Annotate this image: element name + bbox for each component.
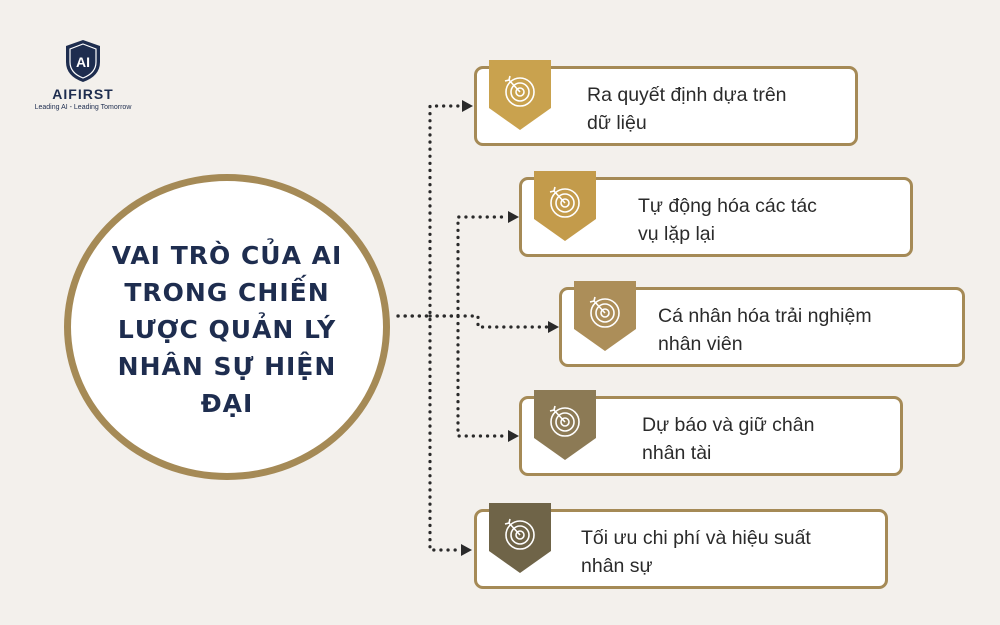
badge-shape [534,390,596,460]
target-icon [574,281,636,351]
brand-name: AIFIRST [52,86,114,102]
badge-shape [489,503,551,573]
badge-shape [534,171,596,241]
brand-logo: AI AIFIRST Leading AI - Leading Tomorrow [28,38,138,111]
target-icon [534,171,596,241]
svg-text:AI: AI [76,54,90,70]
target-icon [489,60,551,130]
badge-shape [574,281,636,351]
badge-shape [489,60,551,130]
brand-tagline: Leading AI - Leading Tomorrow [34,104,132,111]
central-topic-circle: VAI TRÒ CỦA AI TRONG CHIẾN LƯỢC QUẢN LÝ … [64,174,390,480]
target-icon [534,390,596,460]
target-icon [489,503,551,573]
central-topic-title: VAI TRÒ CỦA AI TRONG CHIẾN LƯỢC QUẢN LÝ … [111,240,343,418]
shield-logo-icon: AI [66,40,100,82]
